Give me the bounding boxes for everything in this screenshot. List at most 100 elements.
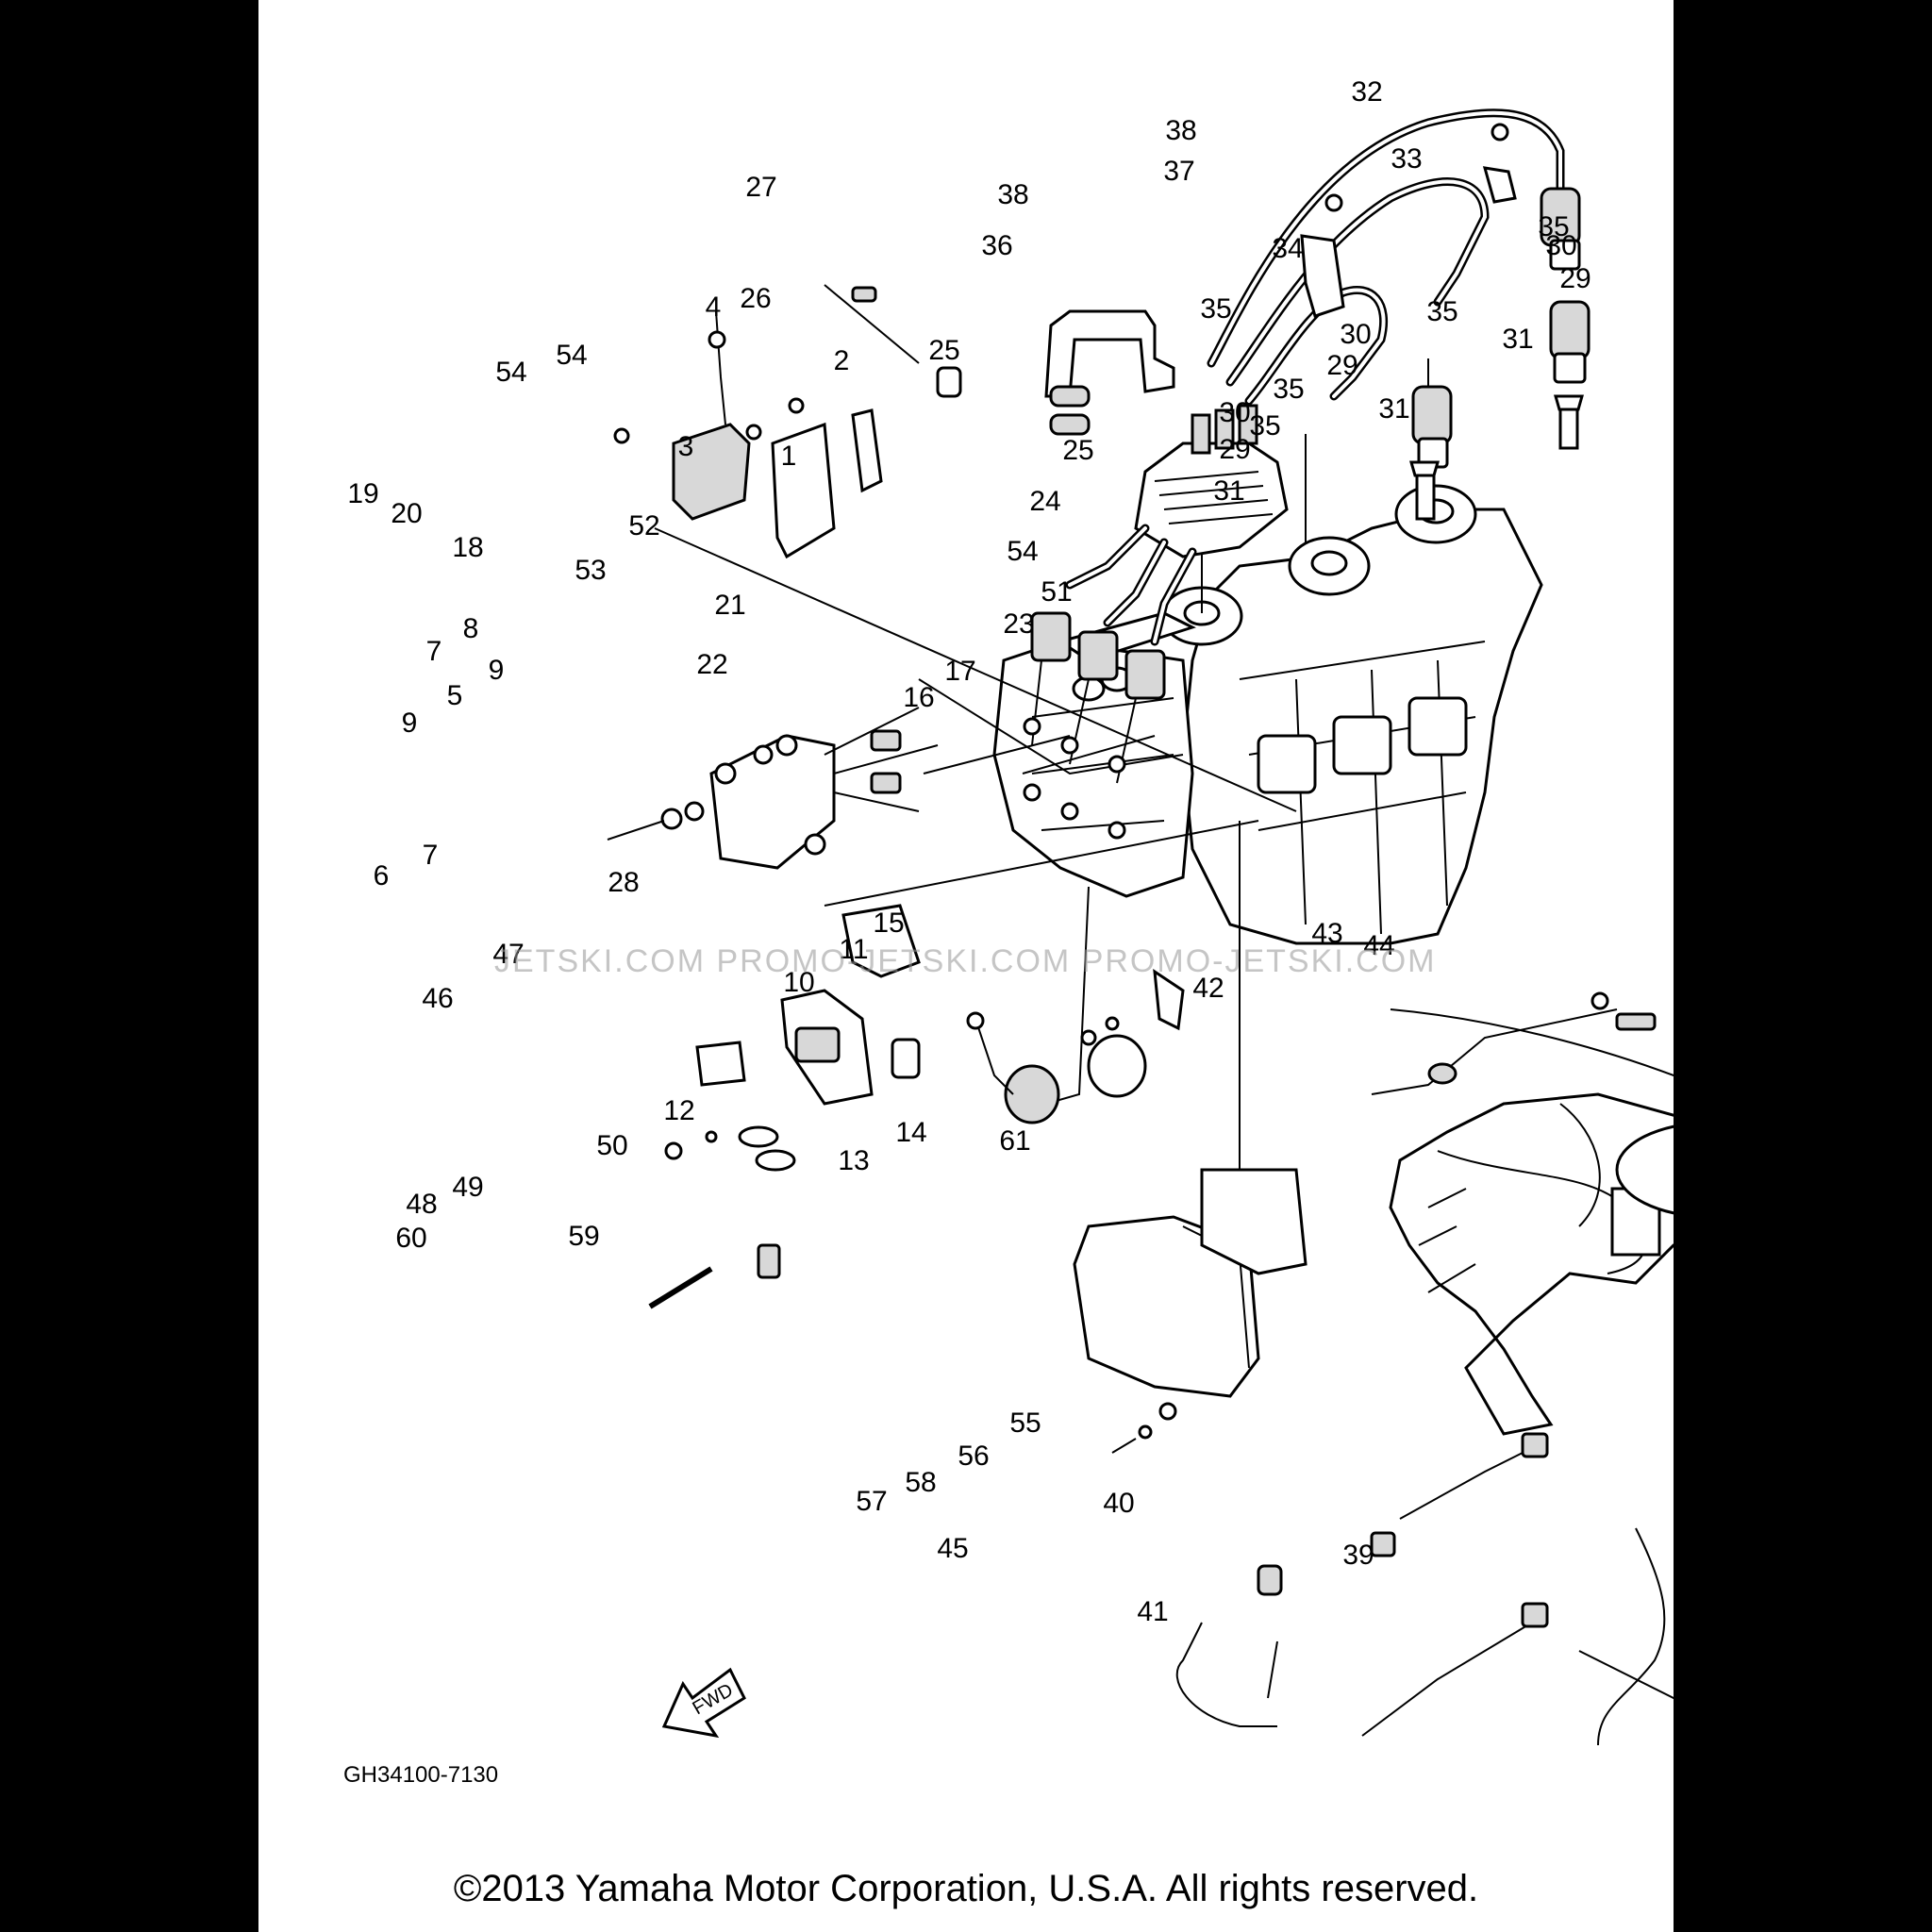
callout-43: 43 — [1311, 918, 1342, 949]
callout-8: 8 — [463, 613, 479, 644]
cable-brackets — [1300, 123, 1517, 318]
callout-48: 48 — [406, 1189, 437, 1220]
callout-31a: 31 — [1213, 475, 1244, 507]
callout-1: 1 — [781, 441, 797, 472]
callout-10: 10 — [783, 967, 814, 998]
callout-33: 33 — [1391, 143, 1422, 175]
callout-42: 42 — [1192, 973, 1224, 1004]
callout-61: 61 — [999, 1125, 1030, 1157]
exhaust-pipe — [1389, 1008, 1674, 1436]
starter-solenoid — [966, 968, 1185, 1124]
callout-16: 16 — [903, 682, 934, 713]
callout-46: 46 — [422, 983, 453, 1014]
clamps-and-ties — [648, 1125, 796, 1309]
callout-37: 37 — [1163, 156, 1194, 187]
callout-47: 47 — [492, 939, 524, 970]
callout-28: 28 — [608, 867, 639, 898]
callout-22: 22 — [696, 649, 727, 680]
callout-45: 45 — [937, 1533, 968, 1564]
callout-30b: 30 — [1340, 319, 1371, 350]
callout-5: 5 — [447, 680, 463, 711]
callout-17: 17 — [944, 656, 975, 687]
callout-13: 13 — [838, 1145, 869, 1176]
callout-14: 14 — [895, 1117, 926, 1148]
callout-29c: 29 — [1559, 263, 1591, 294]
cdi-unit — [607, 707, 939, 870]
callout-7b: 7 — [426, 636, 442, 667]
callout-4: 4 — [706, 291, 722, 323]
callout-56: 56 — [958, 1441, 989, 1472]
callout-34: 34 — [1272, 233, 1303, 264]
callout-20: 20 — [391, 498, 422, 529]
callout-7a: 7 — [423, 840, 439, 871]
callout-35a: 35 — [1200, 293, 1231, 325]
callout-58: 58 — [905, 1467, 936, 1498]
callout-41: 41 — [1137, 1596, 1168, 1627]
callout-50: 50 — [596, 1130, 627, 1161]
callout-39: 39 — [1342, 1540, 1374, 1571]
rectifier-regulator — [613, 310, 883, 559]
watermark: JETSKI.COM PROMO-JETSKI.COM PROMO-JETSKI… — [494, 943, 1437, 979]
callout-51: 51 — [1041, 576, 1072, 608]
callout-3: 3 — [678, 431, 694, 462]
callout-21: 21 — [714, 590, 745, 621]
callout-6: 6 — [374, 860, 390, 891]
callout-35e: 35 — [1538, 211, 1569, 242]
fuse-holder — [824, 284, 1091, 436]
callout-layer: 1234567789910111213141516171819202122232… — [347, 76, 1591, 1627]
callout-52: 52 — [628, 510, 659, 541]
callout-60: 60 — [395, 1223, 426, 1254]
callout-35b: 35 — [1273, 374, 1304, 405]
temperature-sensor — [1371, 991, 1657, 1095]
callout-38b: 38 — [997, 179, 1028, 210]
coil-leads — [1023, 524, 1197, 840]
callout-23: 23 — [1003, 608, 1034, 640]
callout-31c: 31 — [1502, 324, 1533, 355]
callout-2: 2 — [834, 345, 850, 376]
callout-9a: 9 — [402, 708, 418, 739]
callout-54c: 54 — [556, 340, 587, 371]
part-code: GH34100-7130 — [343, 1762, 499, 1788]
callout-11: 11 — [839, 934, 868, 965]
callout-49: 49 — [452, 1172, 483, 1203]
callout-36: 36 — [981, 230, 1012, 261]
callout-29a: 29 — [1219, 434, 1250, 465]
callout-35c: 35 — [1249, 410, 1280, 441]
spark-plug-cables — [1207, 108, 1565, 406]
plug-caps — [1411, 187, 1591, 469]
callout-38a: 38 — [1165, 115, 1196, 146]
electrical-box — [1073, 1168, 1307, 1454]
starter-relay-bracket — [695, 904, 921, 1106]
callout-30a: 30 — [1219, 397, 1250, 428]
callout-57: 57 — [856, 1486, 887, 1517]
copyright-notice: ©2013 Yamaha Motor Corporation, U.S.A. A… — [453, 1868, 1479, 1909]
callout-24: 24 — [1029, 486, 1060, 517]
callout-40: 40 — [1103, 1488, 1134, 1519]
callout-15: 15 — [873, 908, 904, 939]
wire-harnesses — [1175, 1432, 1674, 1746]
callout-12: 12 — [663, 1095, 694, 1126]
fwd-arrow — [661, 1667, 746, 1739]
engine-block-drawing — [1160, 484, 1543, 945]
callout-30c: 30 — [1545, 230, 1576, 261]
spark-plugs — [1409, 394, 1584, 521]
callout-35d: 35 — [1426, 296, 1457, 327]
callout-9b: 9 — [489, 655, 505, 686]
ignition-coil-unit — [1044, 309, 1289, 558]
callout-25a: 25 — [928, 335, 959, 366]
callout-31b: 31 — [1378, 393, 1409, 425]
callout-55: 55 — [1009, 1407, 1041, 1439]
callout-25b: 25 — [1062, 435, 1093, 466]
callout-18: 18 — [452, 532, 483, 563]
callout-32: 32 — [1351, 76, 1382, 108]
callout-54b: 54 — [495, 357, 526, 388]
callout-26: 26 — [740, 283, 771, 314]
callout-59: 59 — [568, 1221, 599, 1252]
callout-54a: 54 — [1007, 536, 1038, 567]
callout-29b: 29 — [1326, 350, 1357, 381]
exploded-parts-diagram — [607, 108, 1674, 1746]
callout-44: 44 — [1363, 930, 1394, 961]
callout-53: 53 — [575, 555, 606, 586]
callout-19: 19 — [347, 478, 378, 509]
